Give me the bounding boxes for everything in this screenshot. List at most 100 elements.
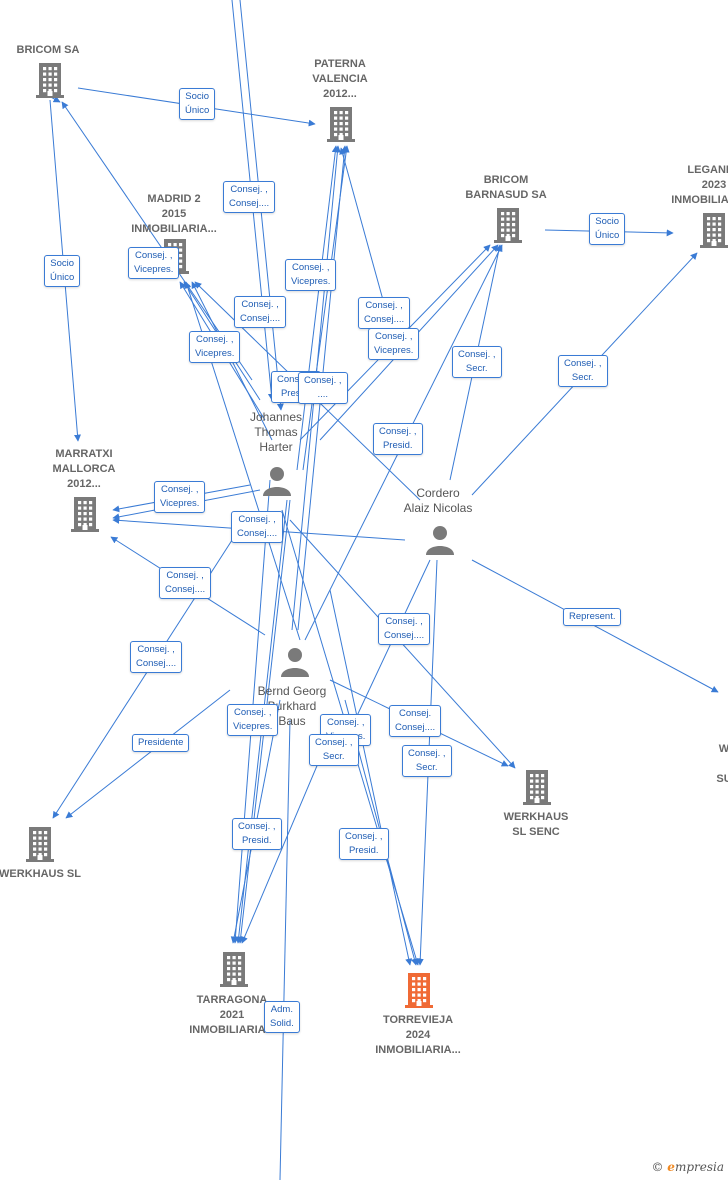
building-icon[interactable] xyxy=(35,62,65,103)
edges-layer xyxy=(48,0,719,1180)
relation-badge-line: Secr. xyxy=(322,751,345,762)
empresia-watermark[interactable]: © empresia xyxy=(651,1160,724,1174)
company-label-werkhaus-sl[interactable]: WERKHAUS SL xyxy=(0,867,81,882)
relation-badge[interactable]: Consej. ,Secr. xyxy=(452,346,502,378)
building-icon[interactable] xyxy=(699,212,728,253)
relation-badge-line: Vicepres. xyxy=(195,348,235,359)
relation-badge[interactable]: Consej. ,Secr. xyxy=(402,745,452,777)
relation-badge-line: Consej.... xyxy=(237,528,278,539)
relation-badge-line: Socio xyxy=(595,216,620,227)
company-label-leganes[interactable]: LEGANES2023INMOBILIARIA... xyxy=(671,163,728,208)
relation-badge[interactable]: Consej. ,Vicepres. xyxy=(285,259,337,291)
relation-badge-line: Consej. , xyxy=(315,737,353,748)
person-label-line: Harter xyxy=(259,440,293,454)
relation-badge-line: Secr. xyxy=(415,762,438,773)
relation-badge[interactable]: Consej. , Consej.... xyxy=(378,613,431,645)
relation-badge[interactable]: Consej. , Consej.... xyxy=(223,181,276,213)
relation-badge-line: Consej.... xyxy=(229,198,270,209)
relation-badge-line: Consej. , xyxy=(230,184,268,195)
relation-badge[interactable]: Consej. ,Vicepres. xyxy=(227,704,279,736)
relation-badge[interactable]: Consej. ,Consej.... xyxy=(159,567,212,599)
relation-badge[interactable]: Consej.Consej.... xyxy=(389,705,442,737)
company-label-line: 2023 xyxy=(701,179,727,191)
edge-39 xyxy=(329,589,413,966)
relation-badge[interactable]: Consej. ,Vicepres. xyxy=(368,328,420,360)
relation-badge[interactable]: Consej. ,Consej.... xyxy=(130,641,183,673)
company-label-line: LEGANES xyxy=(687,164,728,176)
relation-badge[interactable]: Consej. , Presid. xyxy=(339,828,389,860)
building-icon[interactable] xyxy=(404,972,434,1013)
relation-badge[interactable]: Consej. ,Vicepres. xyxy=(189,331,241,363)
building-icon[interactable] xyxy=(219,951,249,992)
relation-badge-line: Consej. , xyxy=(238,514,276,525)
relation-badge[interactable]: Consej. , Secr. xyxy=(309,734,359,766)
relation-badge[interactable]: Represent. xyxy=(563,608,622,626)
person-icon[interactable] xyxy=(262,466,292,501)
relation-badge-line: Presid. xyxy=(348,845,379,856)
relation-badge[interactable]: Consej. ,.... xyxy=(298,372,348,404)
relation-badge-line: Consej. , xyxy=(385,616,423,627)
relation-badge-line: .... xyxy=(317,389,329,400)
person-label-line: Alaiz Nicolas xyxy=(403,501,473,515)
relation-badge-line: Secr. xyxy=(465,363,488,374)
relation-badge-line: Consej. , xyxy=(166,570,204,581)
brand-name: mpresia xyxy=(674,1160,724,1174)
relation-badge[interactable]: Consej. , Secr. xyxy=(558,355,608,387)
relation-badge[interactable]: Consej. , Consej.... xyxy=(231,511,284,543)
relation-badge[interactable]: Consej. ,Consej.... xyxy=(358,297,411,329)
company-label-line: BARNASUD SA xyxy=(465,189,547,201)
company-label-line: SL SENC xyxy=(512,826,560,838)
relation-badge-line: Secr. xyxy=(571,372,594,383)
copyright-symbol: © xyxy=(651,1160,664,1174)
company-label-line: 2024 xyxy=(405,1029,431,1041)
relation-badge-line: Consej. , xyxy=(564,358,602,369)
relation-badge[interactable]: Consej. ,Vicepres. xyxy=(154,481,206,513)
relation-badge[interactable]: Consej. ,Consej.... xyxy=(234,296,287,328)
relation-badge-line: Consej. , xyxy=(238,821,276,832)
relation-badge-line: Consej. xyxy=(398,708,432,719)
company-label-bricom[interactable]: BRICOM SA xyxy=(17,43,80,58)
relation-badge-line: Consej.... xyxy=(384,630,425,641)
company-label-line: BRICOM SA xyxy=(16,44,80,56)
relation-badge[interactable]: Presidente xyxy=(132,734,190,752)
relation-badge-line: Vicepres. xyxy=(233,721,273,732)
person-icon[interactable] xyxy=(280,647,310,682)
edge-37 xyxy=(347,559,431,736)
company-label-right-w[interactable]: W SU xyxy=(716,742,728,787)
company-label-barnasud[interactable]: BRICOM BARNASUD SA xyxy=(465,173,546,203)
person-icon[interactable] xyxy=(425,525,455,560)
company-label-line: SU xyxy=(716,773,728,785)
relation-badge-line: Consej. , xyxy=(379,426,417,437)
company-label-line: INMOBILIARIA... xyxy=(375,1044,461,1056)
relation-badge-line: Consej. , xyxy=(160,484,199,495)
relation-badge-line: Presid. xyxy=(241,835,272,846)
person-label-line: Baus xyxy=(278,714,306,728)
building-icon[interactable] xyxy=(522,769,552,810)
relation-badge[interactable]: Consej. , Presid. xyxy=(232,818,282,850)
relation-badge[interactable]: Adm.Solid. xyxy=(264,1001,300,1033)
relation-badge-line: Consej. , xyxy=(374,331,413,342)
relation-badge-line: Represent. xyxy=(569,611,616,622)
relation-badge[interactable]: Consej. ,Vicepres. xyxy=(128,247,180,279)
company-label-line: BRICOM xyxy=(483,174,529,186)
building-icon[interactable] xyxy=(493,207,523,248)
building-icon[interactable] xyxy=(70,496,100,537)
building-icon[interactable] xyxy=(326,106,356,147)
relation-badge[interactable]: Consej. ,Presid. xyxy=(373,423,423,455)
relation-badge-line: Consej. , xyxy=(345,831,383,842)
relation-badge-line: Vicepres. xyxy=(134,264,174,275)
relation-badge-line: Único xyxy=(50,272,75,283)
building-icon[interactable] xyxy=(25,826,55,867)
